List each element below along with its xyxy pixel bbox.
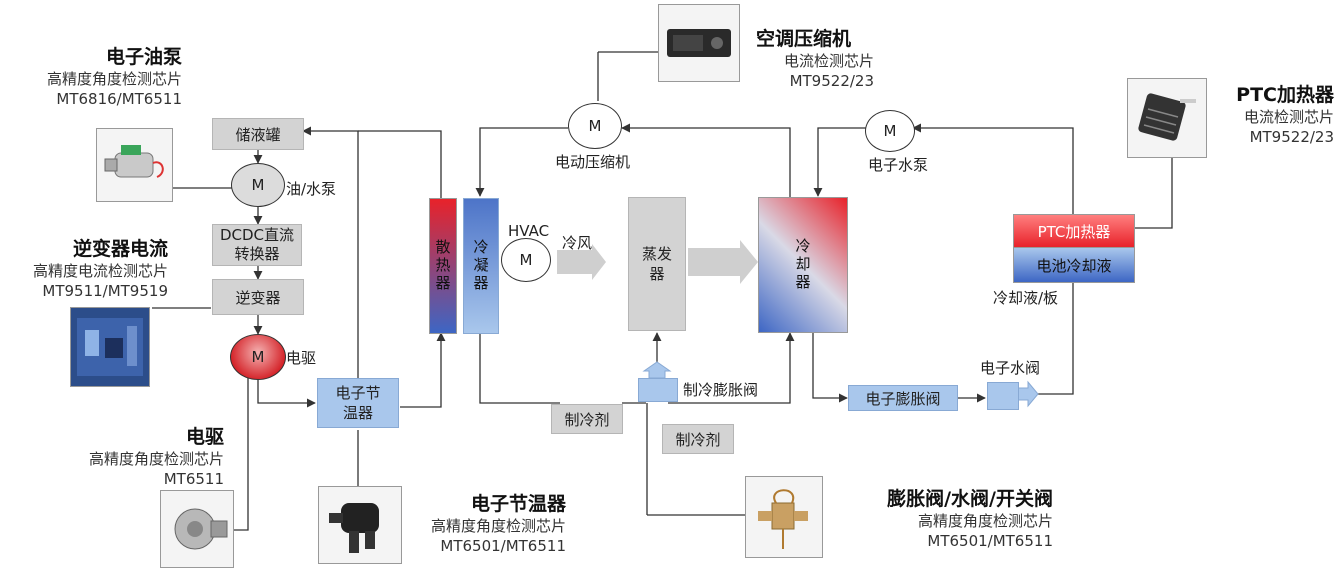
oil-water-pump-motor: M <box>231 163 285 207</box>
compressor-motor: M <box>568 103 622 149</box>
edrive-chips: MT6511 <box>163 470 224 488</box>
inverter-icon <box>77 318 143 376</box>
water-valve-label: 电子水阀 <box>980 359 1041 377</box>
water-valve-body <box>987 382 1019 410</box>
oil-pump-photo <box>96 128 173 202</box>
ptc-heater-annotation: PTC加热器 电流检测芯片 MT9522/23 <box>1214 80 1334 147</box>
inverter-chips: MT9511/MT9519 <box>42 282 168 300</box>
edrive-desc: 高精度角度检测芯片 <box>88 450 224 468</box>
airflow-arrow <box>688 240 758 284</box>
ptc-heater-desc: 电流检测芯片 <box>1243 108 1334 126</box>
edrive-icon <box>174 508 228 550</box>
water-pump-label: 电子水泵 <box>868 156 929 174</box>
ac-compressor-title: 空调压缩机 <box>756 28 852 50</box>
ac-compressor-chips: MT9522/23 <box>789 72 874 90</box>
thermostat-title: 电子节温器 <box>470 493 566 515</box>
oil-pump-annotation: 电子油泵 高精度角度检测芯片 MT6816/MT6511 <box>0 42 182 109</box>
edrive-annotation: 电驱 高精度角度检测芯片 MT6511 <box>24 422 224 489</box>
elec-exp-valve-box: 电子膨胀阀 <box>848 385 958 411</box>
inverter-photo <box>70 307 150 387</box>
refrigerant-box-2: 制冷剂 <box>662 424 734 454</box>
valves-chips: MT6501/MT6511 <box>927 532 1053 550</box>
thermostat-chips: MT6501/MT6511 <box>440 537 566 555</box>
ptc-box: PTC加热器 <box>1013 214 1135 248</box>
ac-compressor-desc: 电流检测芯片 <box>783 52 874 70</box>
expansion-valve-icon <box>758 489 808 549</box>
ac-compressor-icon <box>667 29 731 57</box>
radiator-label: 散热器 <box>433 239 452 293</box>
edrive-title: 电驱 <box>185 426 224 448</box>
oil-water-pump-label: 油/水泵 <box>286 180 337 198</box>
valves-annotation: 膨胀阀/水阀/开关阀 高精度角度检测芯片 MT6501/MT6511 <box>823 484 1053 551</box>
ac-compressor-annotation: 空调压缩机 电流检测芯片 MT9522/23 <box>756 24 936 91</box>
ptc-heater-icon <box>1138 93 1196 141</box>
cold-air-label: 冷风 <box>562 234 593 252</box>
valves-desc: 高精度角度检测芯片 <box>917 512 1053 530</box>
ref-exp-valve-label: 制冷膨胀阀 <box>683 381 759 399</box>
exp-valve-arrow <box>642 361 672 379</box>
dcdc-box: DCDC直流转换器 <box>212 224 302 266</box>
oil-pump-title: 电子油泵 <box>105 46 182 68</box>
cooler-label: 冷却器 <box>793 238 812 292</box>
valves-title: 膨胀阀/水阀/开关阀 <box>887 488 1053 510</box>
water-pump-motor: M <box>865 110 915 152</box>
refrigerant-box-1: 制冷剂 <box>551 404 623 434</box>
thermostat-annotation: 电子节温器 高精度角度检测芯片 MT6501/MT6511 <box>366 489 566 556</box>
ref-exp-valve-body <box>638 378 678 402</box>
oil-pump-chips: MT6816/MT6511 <box>56 90 182 108</box>
oil-pump-icon <box>104 145 164 178</box>
radiator-box: 散热器 <box>429 198 457 334</box>
battery-coolant-box: 电池冷却液 <box>1013 247 1135 283</box>
hvac-motor: M <box>501 238 551 282</box>
edrive-motor: M <box>230 334 286 380</box>
condenser-label: 冷凝器 <box>471 239 490 293</box>
cold-air-arrow <box>557 244 606 280</box>
inverter-desc: 高精度电流检测芯片 <box>32 262 168 280</box>
inverter-annotation: 逆变器电流 高精度电流检测芯片 MT9511/MT9519 <box>0 234 168 301</box>
thermostat-photo <box>318 486 402 564</box>
ptc-heater-chips: MT9522/23 <box>1249 128 1334 146</box>
cooler-box: 冷却器 <box>758 197 848 333</box>
coolant-plate-label: 冷却液/板 <box>993 289 1059 307</box>
valve-photo <box>745 476 823 558</box>
water-valve-arrow <box>1015 380 1039 408</box>
edrive-motor-label: 电驱 <box>286 349 317 367</box>
inverter-box: 逆变器 <box>212 279 304 315</box>
hvac-label: HVAC <box>508 222 550 240</box>
ptc-heater-title: PTC加热器 <box>1236 84 1334 106</box>
condenser-box: 冷凝器 <box>463 198 499 334</box>
reservoir-box: 储液罐 <box>212 118 304 150</box>
thermostat-box: 电子节温器 <box>317 378 399 428</box>
compressor-label: 电动压缩机 <box>555 153 631 171</box>
edrive-photo <box>160 490 234 568</box>
thermostat-desc: 高精度角度检测芯片 <box>430 517 566 535</box>
ptc-heater-photo <box>1127 78 1207 158</box>
thermostat-icon <box>329 503 379 553</box>
ac-compressor-photo <box>658 4 740 82</box>
evaporator-box: 蒸发器 <box>628 197 686 331</box>
inverter-title: 逆变器电流 <box>72 238 168 260</box>
oil-pump-desc: 高精度角度检测芯片 <box>46 70 182 88</box>
